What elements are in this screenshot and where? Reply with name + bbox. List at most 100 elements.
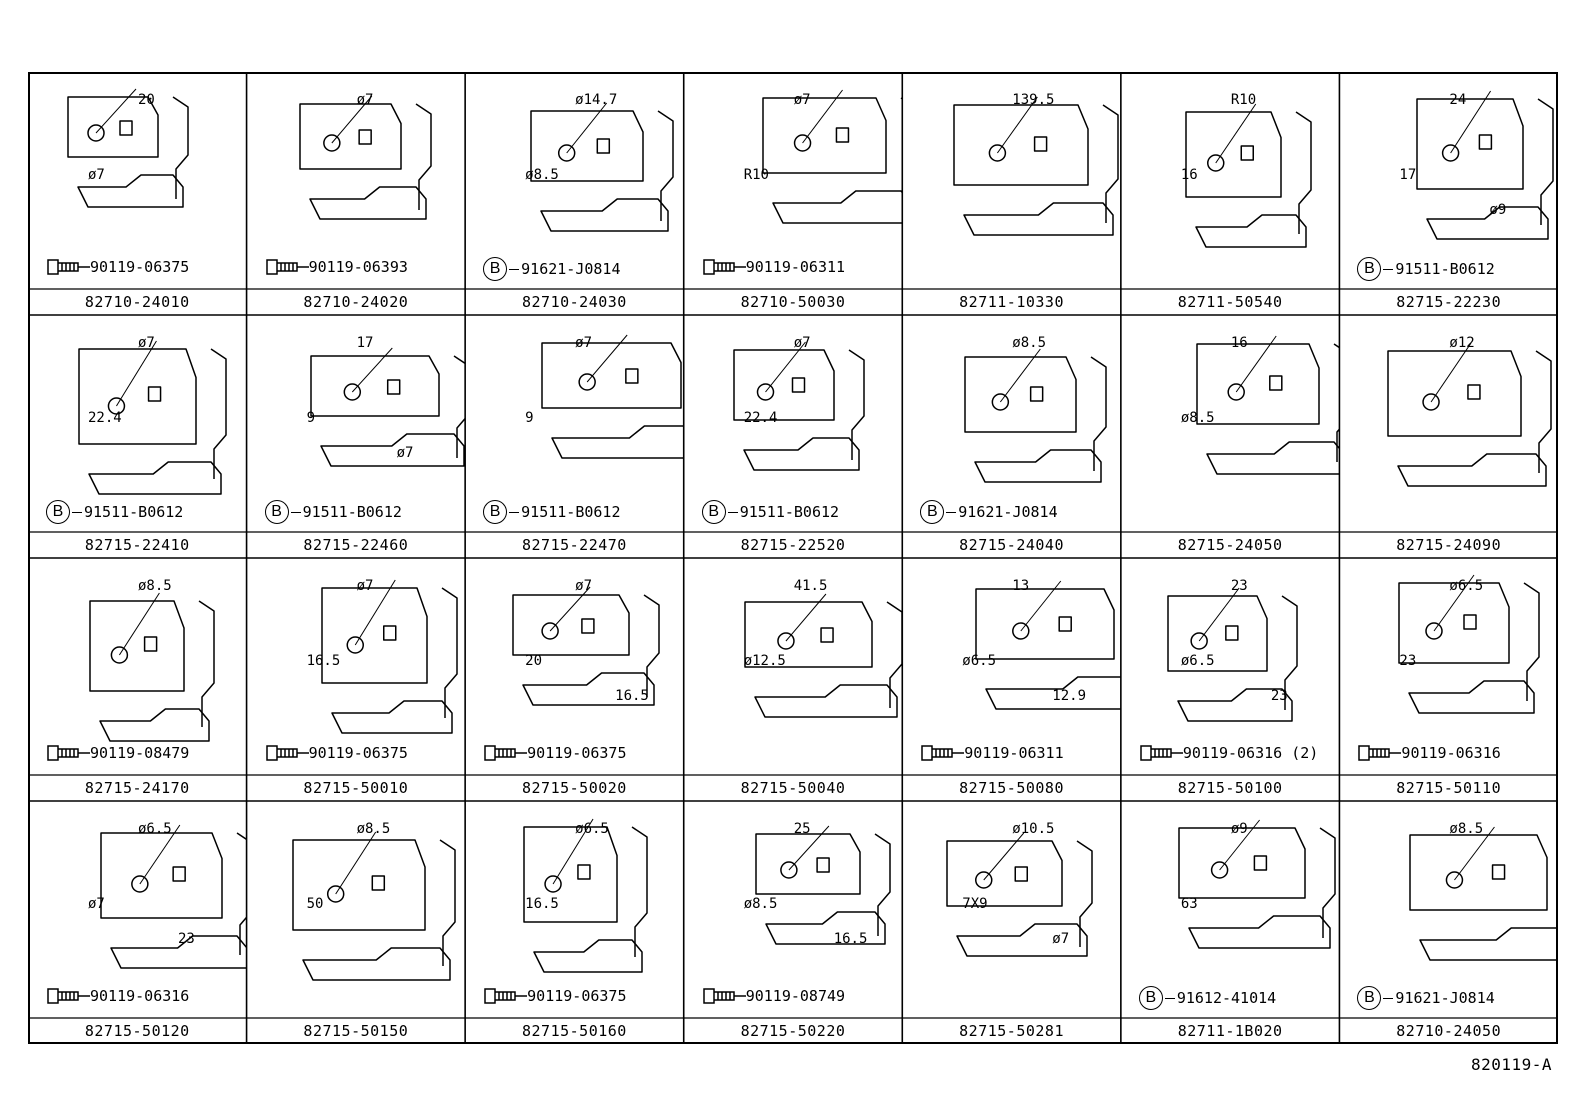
- part-number[interactable]: 82715-24090: [1396, 536, 1502, 554]
- b-clip-icon: B: [1138, 986, 1163, 1010]
- part-number[interactable]: 82715-22230: [1396, 293, 1502, 311]
- part-number[interactable]: 82715-24170: [84, 779, 190, 797]
- part-drawing: [1167, 587, 1298, 722]
- fastener-number: 91621-J0814: [521, 260, 621, 278]
- part-number[interactable]: 82715-22520: [740, 536, 846, 554]
- part-number[interactable]: 82715-50080: [959, 779, 1064, 797]
- part-number[interactable]: 82715-50110: [1396, 779, 1502, 797]
- dimension-label: ø8.5: [138, 578, 172, 594]
- dimension-label: ø8.5: [1012, 335, 1046, 351]
- part-drawing: [100, 824, 247, 969]
- dimension-label: 7X9: [962, 896, 988, 912]
- bolt-icon: [702, 986, 746, 1006]
- part-drawing: [1387, 342, 1553, 487]
- dimension-label: 24: [1449, 92, 1467, 108]
- dimension-label: 63: [1180, 896, 1198, 912]
- dimension-label: 16: [1180, 167, 1198, 183]
- dimension-label: 17: [1399, 167, 1417, 183]
- dimension-label: ø12.5: [743, 653, 786, 669]
- fastener-number: 91511-B0612: [739, 503, 840, 521]
- leader-dash: [509, 511, 520, 513]
- dimension-label: 16.5: [615, 688, 649, 704]
- part-number[interactable]: 82715-50120: [84, 1022, 190, 1040]
- dimension-label: 16.5: [306, 653, 341, 669]
- part-drawing: [1178, 819, 1336, 949]
- dimension-label: 13: [1012, 578, 1030, 594]
- leader-dash: [1383, 268, 1394, 270]
- fastener-number: 90119-06375: [527, 744, 627, 762]
- fastener-number: 91621-J0814: [958, 503, 1058, 521]
- part-number[interactable]: 82710-24010: [84, 293, 190, 311]
- bolt-icon: [483, 743, 528, 763]
- part-number[interactable]: 82715-24040: [959, 536, 1064, 554]
- dimension-label: 23: [1230, 578, 1248, 594]
- bolt-icon: [46, 986, 90, 1006]
- dimension-label: ø6.5: [1180, 653, 1215, 669]
- part-number[interactable]: 82711-1B020: [1177, 1022, 1283, 1040]
- part-number[interactable]: 82711-50540: [1177, 293, 1283, 311]
- dimension-label: 22.4: [743, 410, 778, 426]
- dimension-label: ø8.5: [1180, 410, 1215, 426]
- part-drawing: [946, 832, 1094, 957]
- leader-dash: [509, 268, 520, 270]
- bolt-icon: [265, 257, 309, 277]
- part-number[interactable]: 82715-22410: [84, 536, 190, 554]
- dimension-label: 17: [356, 335, 374, 351]
- part-number[interactable]: 82710-50030: [740, 293, 846, 311]
- dimension-label: 20: [525, 653, 542, 669]
- part-number[interactable]: 82710-24030: [522, 293, 627, 311]
- part-drawing: [530, 102, 674, 232]
- part-drawing: [78, 340, 227, 495]
- part-number[interactable]: 82715-50040: [740, 779, 846, 797]
- part-drawing: [541, 334, 684, 459]
- b-clip-icon: B: [483, 500, 508, 524]
- dimension-label: ø6.5: [1449, 578, 1484, 594]
- part-number[interactable]: 82715-50020: [522, 779, 627, 797]
- part-number[interactable]: 82715-50150: [303, 1022, 409, 1040]
- dimension-label: ø7: [1052, 931, 1070, 947]
- b-clip-icon: B: [1357, 257, 1382, 281]
- part-number[interactable]: 82715-50100: [1177, 779, 1283, 797]
- leader-dash: [290, 511, 301, 513]
- part-number[interactable]: 82715-22460: [303, 536, 409, 554]
- dimension-label: 25: [793, 821, 811, 837]
- part-cell: 16 ø8.5 82715-24050: [1121, 315, 1340, 558]
- fastener-callout: 90119-06393: [265, 257, 408, 277]
- parts-grid: 20 ø7 90119-06375 82710-24010 ø7 90119-0639…: [28, 72, 1558, 1044]
- diagram-reference: 820119-A: [1470, 1055, 1552, 1074]
- part-number[interactable]: 82715-50010: [303, 779, 409, 797]
- part-number[interactable]: 82715-50220: [740, 1022, 846, 1040]
- dimension-label: 41.5: [793, 578, 828, 594]
- part-number[interactable]: 82715-24050: [1177, 536, 1283, 554]
- part-drawing: [754, 825, 891, 945]
- dimension-label: ø8.5: [1449, 821, 1484, 837]
- part-drawing: [1409, 826, 1558, 961]
- part-number[interactable]: 82715-50281: [959, 1022, 1064, 1040]
- dimension-label: ø7: [356, 578, 374, 594]
- part-number[interactable]: 82710-24020: [303, 293, 409, 311]
- dimension-label: ø7: [138, 335, 155, 351]
- dimension-label: ø7: [396, 445, 414, 461]
- part-number[interactable]: 82715-22470: [522, 536, 627, 554]
- part-number[interactable]: 82710-24050: [1396, 1022, 1502, 1040]
- dimension-label: 16: [1230, 335, 1248, 351]
- dimension-label: 139.5: [1012, 92, 1055, 108]
- part-number[interactable]: 82711-10330: [959, 293, 1064, 311]
- part-number[interactable]: 82715-50160: [522, 1022, 627, 1040]
